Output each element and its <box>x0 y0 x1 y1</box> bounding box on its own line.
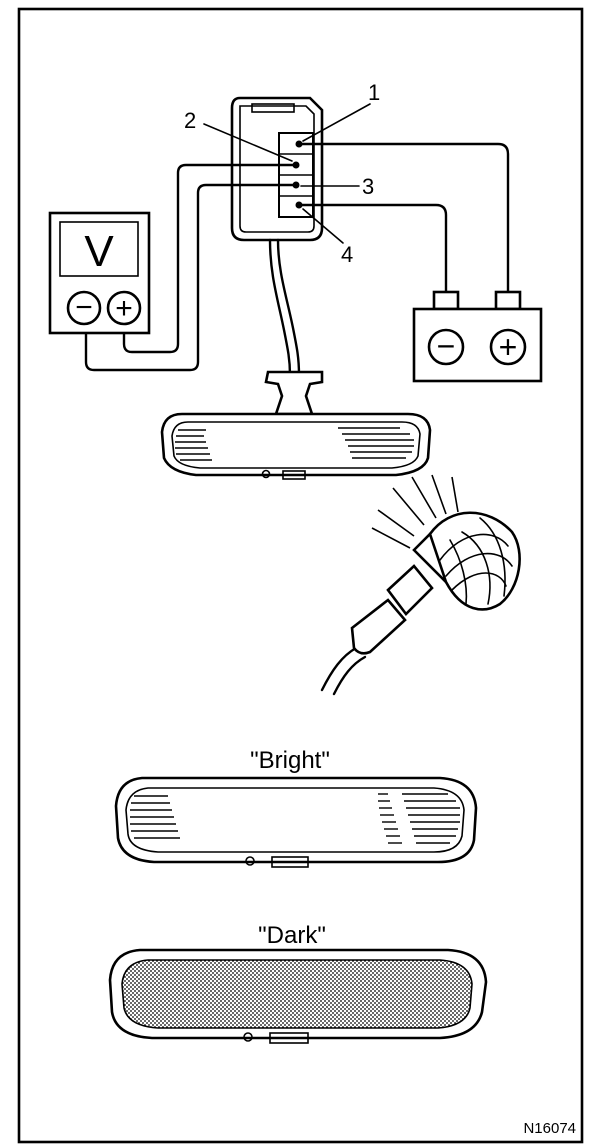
terminal-4-label: 4 <box>341 242 353 267</box>
mirror-bright <box>114 776 478 868</box>
wire-terminal-3-to-voltmeter-minus <box>84 183 298 372</box>
connector <box>230 96 324 242</box>
battery-plus-sign: + <box>499 329 518 365</box>
terminal-1-label: 1 <box>368 80 380 105</box>
battery-minus-sign: − <box>437 328 456 364</box>
voltmeter-plus-sign: + <box>115 292 133 325</box>
wire-terminal-1-to-battery-plus <box>297 142 510 294</box>
battery-minus-terminal <box>427 328 465 366</box>
mirror-dark <box>108 948 488 1044</box>
mirror-hatching <box>175 427 414 461</box>
light-rays <box>371 474 459 549</box>
caption-dark: "Dark" <box>258 922 326 949</box>
wire-terminal-4-to-battery-minus <box>297 203 448 294</box>
voltmeter-symbol: V <box>84 227 114 276</box>
mirror-bright-hatching <box>130 793 460 844</box>
battery-plus-terminal <box>489 328 527 366</box>
caption-bright: "Bright" <box>250 747 330 774</box>
wire-harness <box>268 238 292 377</box>
voltmeter-minus-sign: − <box>75 291 93 324</box>
terminal-3-label: 3 <box>362 174 374 199</box>
terminal-2-label: 2 <box>184 108 196 133</box>
battery: − + <box>412 290 543 383</box>
figure-code: N16074 <box>523 1120 576 1137</box>
voltmeter-minus-terminal <box>66 290 102 326</box>
figure-frame <box>17 7 584 1144</box>
voltmeter-plus-terminal <box>106 290 142 326</box>
wire-terminal-2-to-voltmeter-plus <box>122 163 298 354</box>
inspection-lamp <box>320 511 521 696</box>
mirror-under-test <box>160 370 432 480</box>
voltmeter: V − + <box>48 211 151 335</box>
